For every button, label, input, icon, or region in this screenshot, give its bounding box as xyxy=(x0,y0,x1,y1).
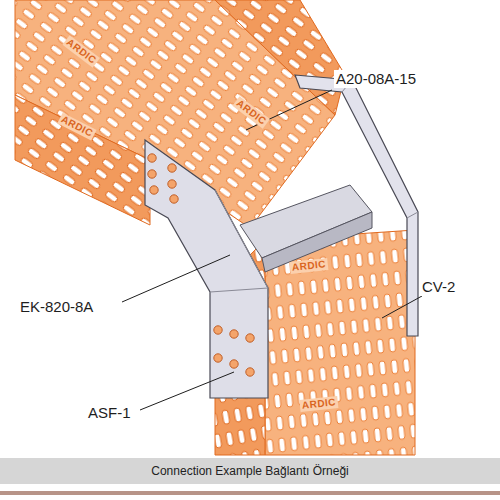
connector-plate xyxy=(145,140,268,398)
part-number: ASF-1 xyxy=(86,404,133,422)
caption-band xyxy=(0,458,500,484)
bolt xyxy=(170,195,178,203)
leader-lines xyxy=(122,90,422,410)
connector-plate xyxy=(295,75,418,336)
part-number: CV-2 xyxy=(420,278,457,296)
bolt-group xyxy=(148,154,254,376)
tray-wall xyxy=(15,95,150,225)
leader-line xyxy=(122,255,230,302)
bolt xyxy=(148,170,156,178)
tray-floor xyxy=(265,230,415,455)
part-number: A20-08A-15 xyxy=(334,70,418,88)
bolt xyxy=(214,326,222,334)
plate-fold xyxy=(210,190,268,292)
bolt xyxy=(230,330,238,338)
leader-line xyxy=(140,372,234,410)
bolt xyxy=(214,354,222,362)
part-number: EK-820-8A xyxy=(18,298,95,316)
bolt xyxy=(246,334,254,342)
bolt xyxy=(168,180,176,188)
bolt xyxy=(246,368,254,376)
bolt xyxy=(230,360,238,368)
tray-wall xyxy=(215,0,345,115)
bolt xyxy=(150,186,158,194)
bolt xyxy=(148,154,156,162)
bolt xyxy=(168,164,176,172)
plate-fold xyxy=(342,80,418,218)
caption-rule xyxy=(0,491,500,495)
figure-caption: Connection Example Bağlantı Örneği xyxy=(151,464,348,478)
leader-line xyxy=(382,296,422,318)
